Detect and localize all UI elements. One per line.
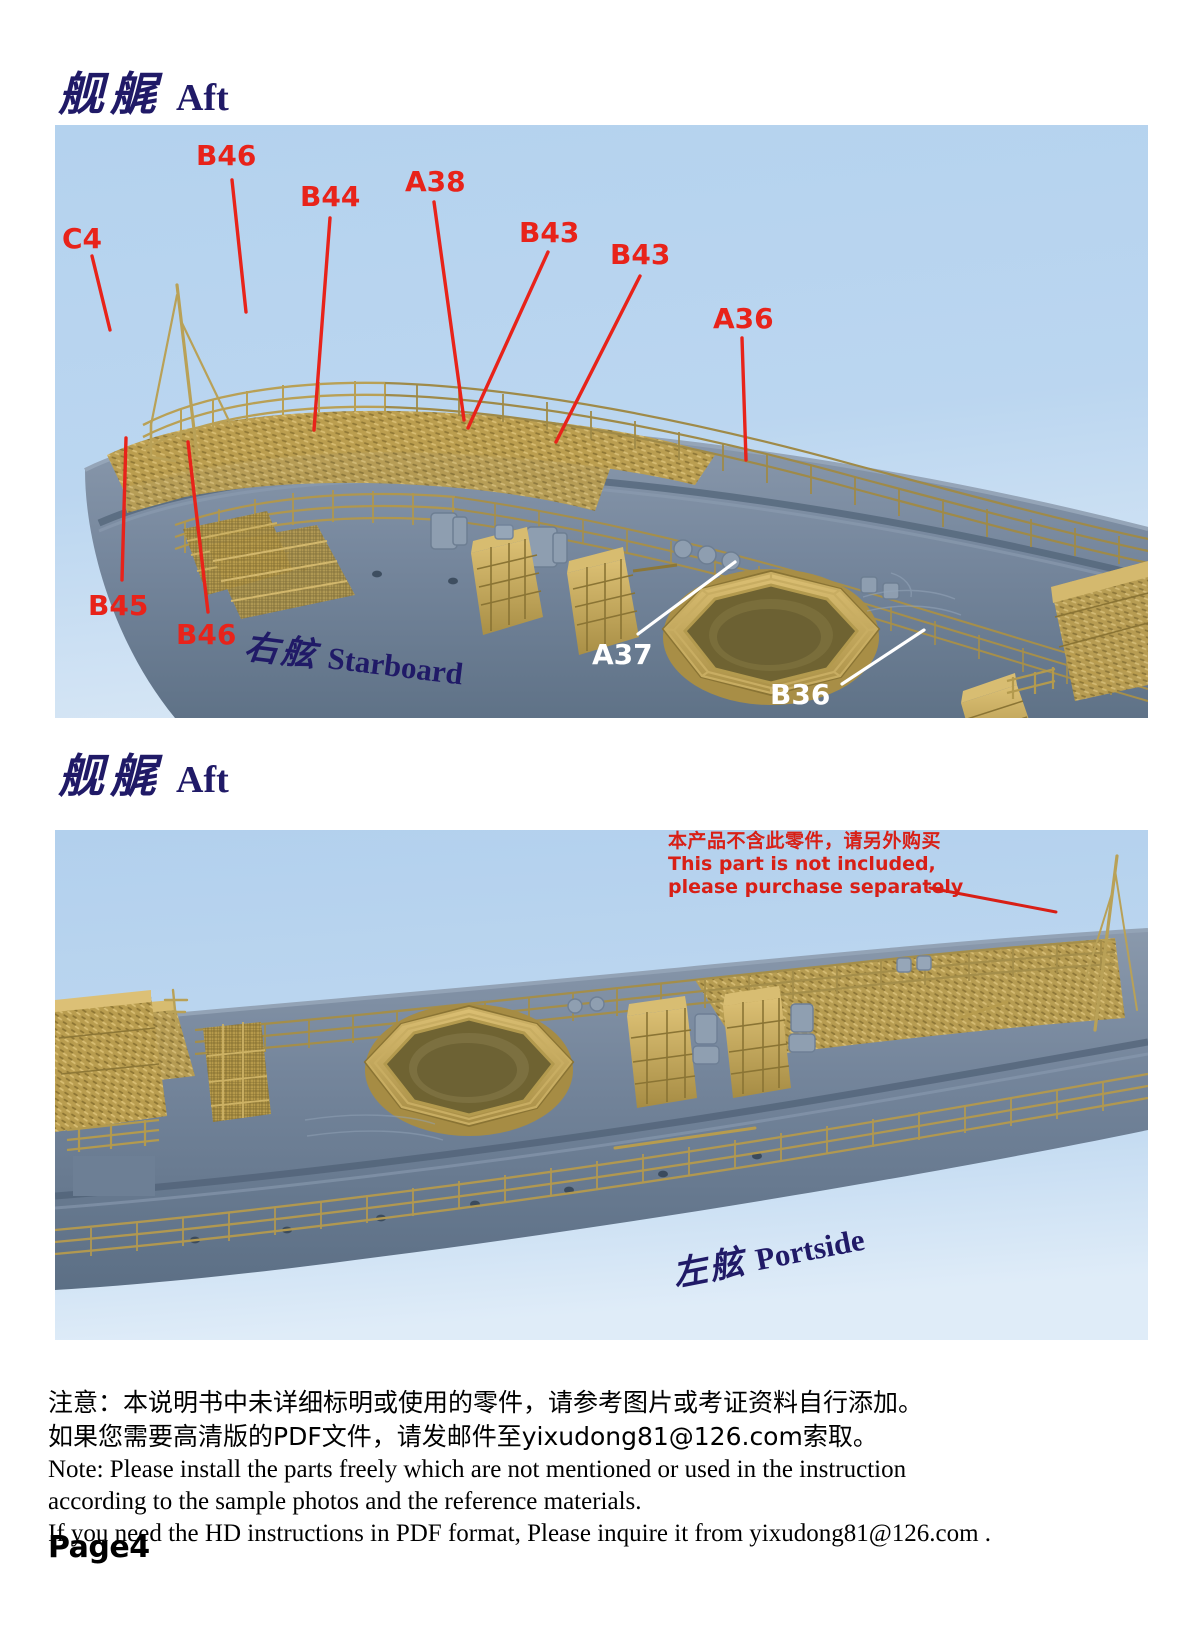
photo-aft-portside [55, 830, 1148, 1340]
footer-note-cn-1: 注意：本说明书中未详细标明或使用的零件，请参考图片或考证资料自行添加。 [48, 1388, 924, 1417]
warning-chinese: 本产品不含此零件，请另外购买 [668, 830, 942, 852]
section-title-aft-portside: 舰艉 Aft [58, 740, 229, 806]
callout-label-a38: A38 [405, 165, 466, 198]
footer-note-en-3: If you need the HD instructions in PDF f… [48, 1519, 992, 1547]
callout-label-c4: C4 [62, 222, 103, 255]
callout-label-a37: A37 [592, 638, 653, 671]
callout-label-a36: A36 [713, 302, 774, 335]
footer-note: 注意：本说明书中未详细标明或使用的零件，请参考图片或考证资料自行添加。 如果您需… [48, 1386, 991, 1550]
section-title-aft-starboard: 舰艉 Aft [58, 58, 229, 124]
warning-english-1: This part is not included, [668, 853, 936, 875]
callout-label-b43-b: B43 [610, 238, 671, 271]
side-label-chinese: 右舷 [242, 626, 321, 676]
section-title-english: Aft [176, 77, 229, 119]
section-title-chinese-2: 舰艉 [58, 749, 162, 803]
warning-english-2: please purchase separately [668, 876, 964, 899]
callout-label-b43-a: B43 [519, 216, 580, 249]
section-title-english-2: Aft [176, 759, 229, 801]
callout-label-b36: B36 [770, 678, 831, 711]
page-number: Page4 [48, 1530, 150, 1565]
callout-label-b46-top: B46 [196, 139, 257, 172]
footer-note-cn-2: 如果您需要高清版的PDF文件，请发邮件至yixudong81@126.com索取… [48, 1421, 878, 1451]
callout-label-b44: B44 [300, 180, 361, 213]
callout-label-b45: B45 [88, 589, 149, 622]
footer-note-en-2: according to the sample photos and the r… [48, 1487, 642, 1515]
callout-label-b46-bottom: B46 [176, 618, 237, 651]
ship-model-portside-image [55, 830, 1148, 1340]
warning-note: 本产品不含此零件，请另外购买 This part is not included… [668, 826, 963, 899]
section-title-chinese: 舰艉 [58, 67, 162, 121]
footer-note-en-1: Note: Please install the parts freely wh… [48, 1455, 907, 1483]
